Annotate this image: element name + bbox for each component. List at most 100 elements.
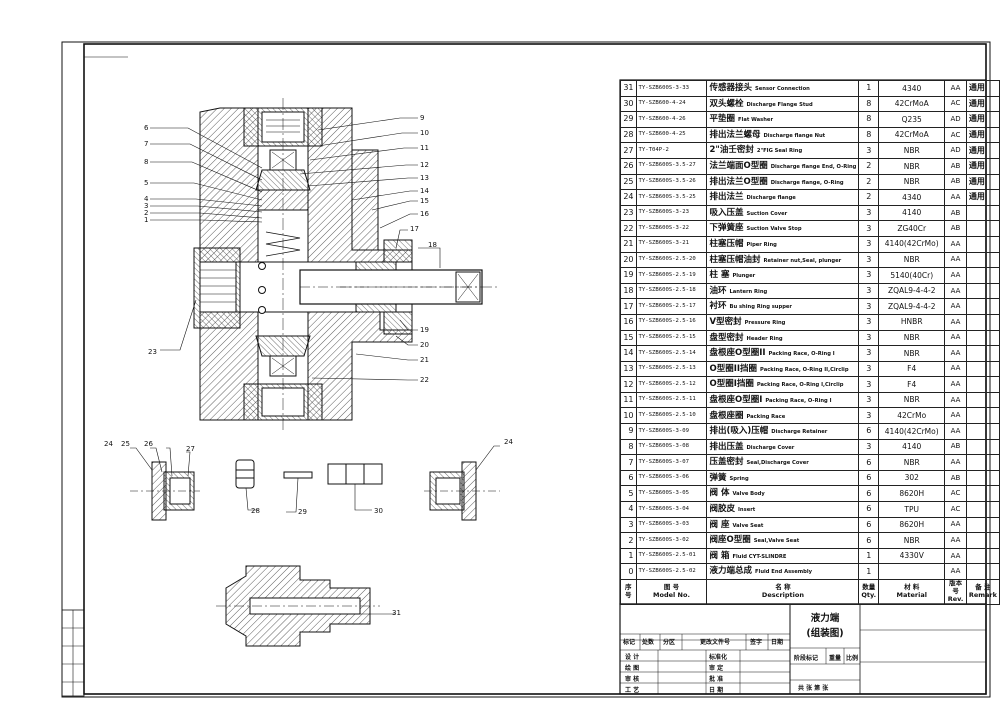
bom-row-name-cn: 盘型密封 xyxy=(709,332,744,343)
bom-row-rev: AA xyxy=(944,376,967,393)
main-section-view xyxy=(193,98,500,430)
bom-row-material: NBR xyxy=(878,173,946,191)
bom-row-qty: 3 xyxy=(858,142,880,159)
bom-row-name-cn: V型密封 xyxy=(709,316,742,327)
role-design: 设 计 xyxy=(625,654,640,661)
svg-text:15: 15 xyxy=(420,197,429,205)
bom-row-material: NBR xyxy=(878,532,946,549)
svg-text:19: 19 xyxy=(420,326,429,334)
bom-row-qty: 3 xyxy=(858,267,880,284)
bom-row-rev: AA xyxy=(944,532,967,549)
header-remark-en: Remark xyxy=(968,591,997,599)
svg-text:28: 28 xyxy=(251,507,260,515)
bom-row-remark xyxy=(965,501,1000,518)
bom-row-name-cn: 排出压盖 xyxy=(709,441,744,452)
spring xyxy=(265,231,301,257)
bom-row-rev: AA xyxy=(944,267,967,284)
bom-row-rev: AB xyxy=(944,157,967,175)
bom-row-material: 4340 xyxy=(878,189,946,206)
bom-row-remark: 通用 xyxy=(965,189,1000,206)
svg-text:5: 5 xyxy=(144,179,148,187)
bom-row-no: 7 xyxy=(620,454,637,471)
header-qty-en: Qty. xyxy=(861,591,877,599)
bom-row-rev: AA xyxy=(944,563,967,580)
rev-zone: 分区 xyxy=(663,639,676,646)
bom-row-qty: 1 xyxy=(858,563,880,580)
bom-row-material: ZG40Cr xyxy=(878,220,946,237)
bom-row-name-cn: O型圈II挡圈 xyxy=(709,363,758,374)
bom-row-rev: AA xyxy=(944,360,967,378)
bom-row-code: TY-SZB600S-3-04 xyxy=(635,501,708,518)
bom-row-qty: 8 xyxy=(858,111,880,128)
bom-row-code: TY-SZB600-4-26 xyxy=(635,111,708,128)
bom-row-name-cn: 阀胶皮 xyxy=(709,504,735,515)
bom-row-rev: AD xyxy=(944,142,967,159)
bom-row-name-cn: 压盖密封 xyxy=(709,457,744,468)
bom-row-name-cn: 阀 箱 xyxy=(709,550,730,561)
header-material-cn: 材 料 xyxy=(904,583,920,592)
bom-row-code: TY-SZB600S-3-07 xyxy=(635,454,708,471)
bom-row-name-en: Discharge flange Nut xyxy=(763,132,826,139)
bom-row-rev: AA xyxy=(944,345,967,362)
bom-row-code: TY-SZB600S-2.5-12 xyxy=(635,376,708,393)
bom-row-name-cn: 2"油壬密封 xyxy=(709,145,754,156)
discharge-flange-side xyxy=(351,149,379,251)
bom-row-name-cn: 法兰端面O型圈 xyxy=(709,161,768,172)
bom-row-code: TY-SZB600S-3.5-25 xyxy=(635,189,708,206)
rev-sign: 签字 xyxy=(750,639,763,646)
bom-row-qty: 3 xyxy=(858,376,880,393)
bom-row-name-en: Packing Race, O-Ring II,Circlip xyxy=(760,366,849,373)
header-qty-cn: 数量 xyxy=(862,583,876,592)
bom-row-name-cn: 吸入压盖 xyxy=(709,207,744,218)
bom-row-name-cn: 液力端总成 xyxy=(709,566,752,577)
bom-row-material: NBR xyxy=(878,142,946,159)
nut-part xyxy=(235,459,258,511)
bom-row-name-en: Plunger xyxy=(732,273,756,280)
bom-row-no: 24 xyxy=(620,189,637,206)
bom-row-no: 14 xyxy=(620,345,637,362)
bom-row-rev: AB xyxy=(944,438,967,456)
bom-row-name-en: Packing Race xyxy=(746,413,786,420)
bom-row-rev: AA xyxy=(944,454,967,471)
bom-row-rev: AA xyxy=(944,516,967,534)
bom-row-material: 4140(42CrMo) xyxy=(878,235,946,253)
bom-row-rev: AA xyxy=(944,282,967,300)
bom-row-code: TY-SZB600S-3-02 xyxy=(635,532,708,549)
svg-text:29: 29 xyxy=(298,508,307,516)
bom-row-qty: 3 xyxy=(858,360,880,378)
bom-row-code: TY-SZB600S-3-08 xyxy=(635,438,708,456)
svg-text:9: 9 xyxy=(420,114,424,122)
bom-row-name-en: Fluid End Assembly xyxy=(755,569,813,576)
bom-row-material: 4140 xyxy=(878,438,946,456)
bom-row-name-en: Pressure Ring xyxy=(744,319,786,326)
bom-row-code: TY-SZB600S-2.5-01 xyxy=(635,547,708,565)
bom-row-qty: 1 xyxy=(858,547,880,565)
bom-row-code: TY-SZB600S-3-21 xyxy=(635,235,708,253)
bom-row-remark xyxy=(965,376,1000,393)
bom-row-material: Q235 xyxy=(878,111,946,128)
bom-row-remark xyxy=(965,391,1000,409)
bom-row-no: 18 xyxy=(620,282,637,300)
bom-row-rev: AA xyxy=(944,235,967,253)
bom-row-no: 10 xyxy=(620,407,637,425)
